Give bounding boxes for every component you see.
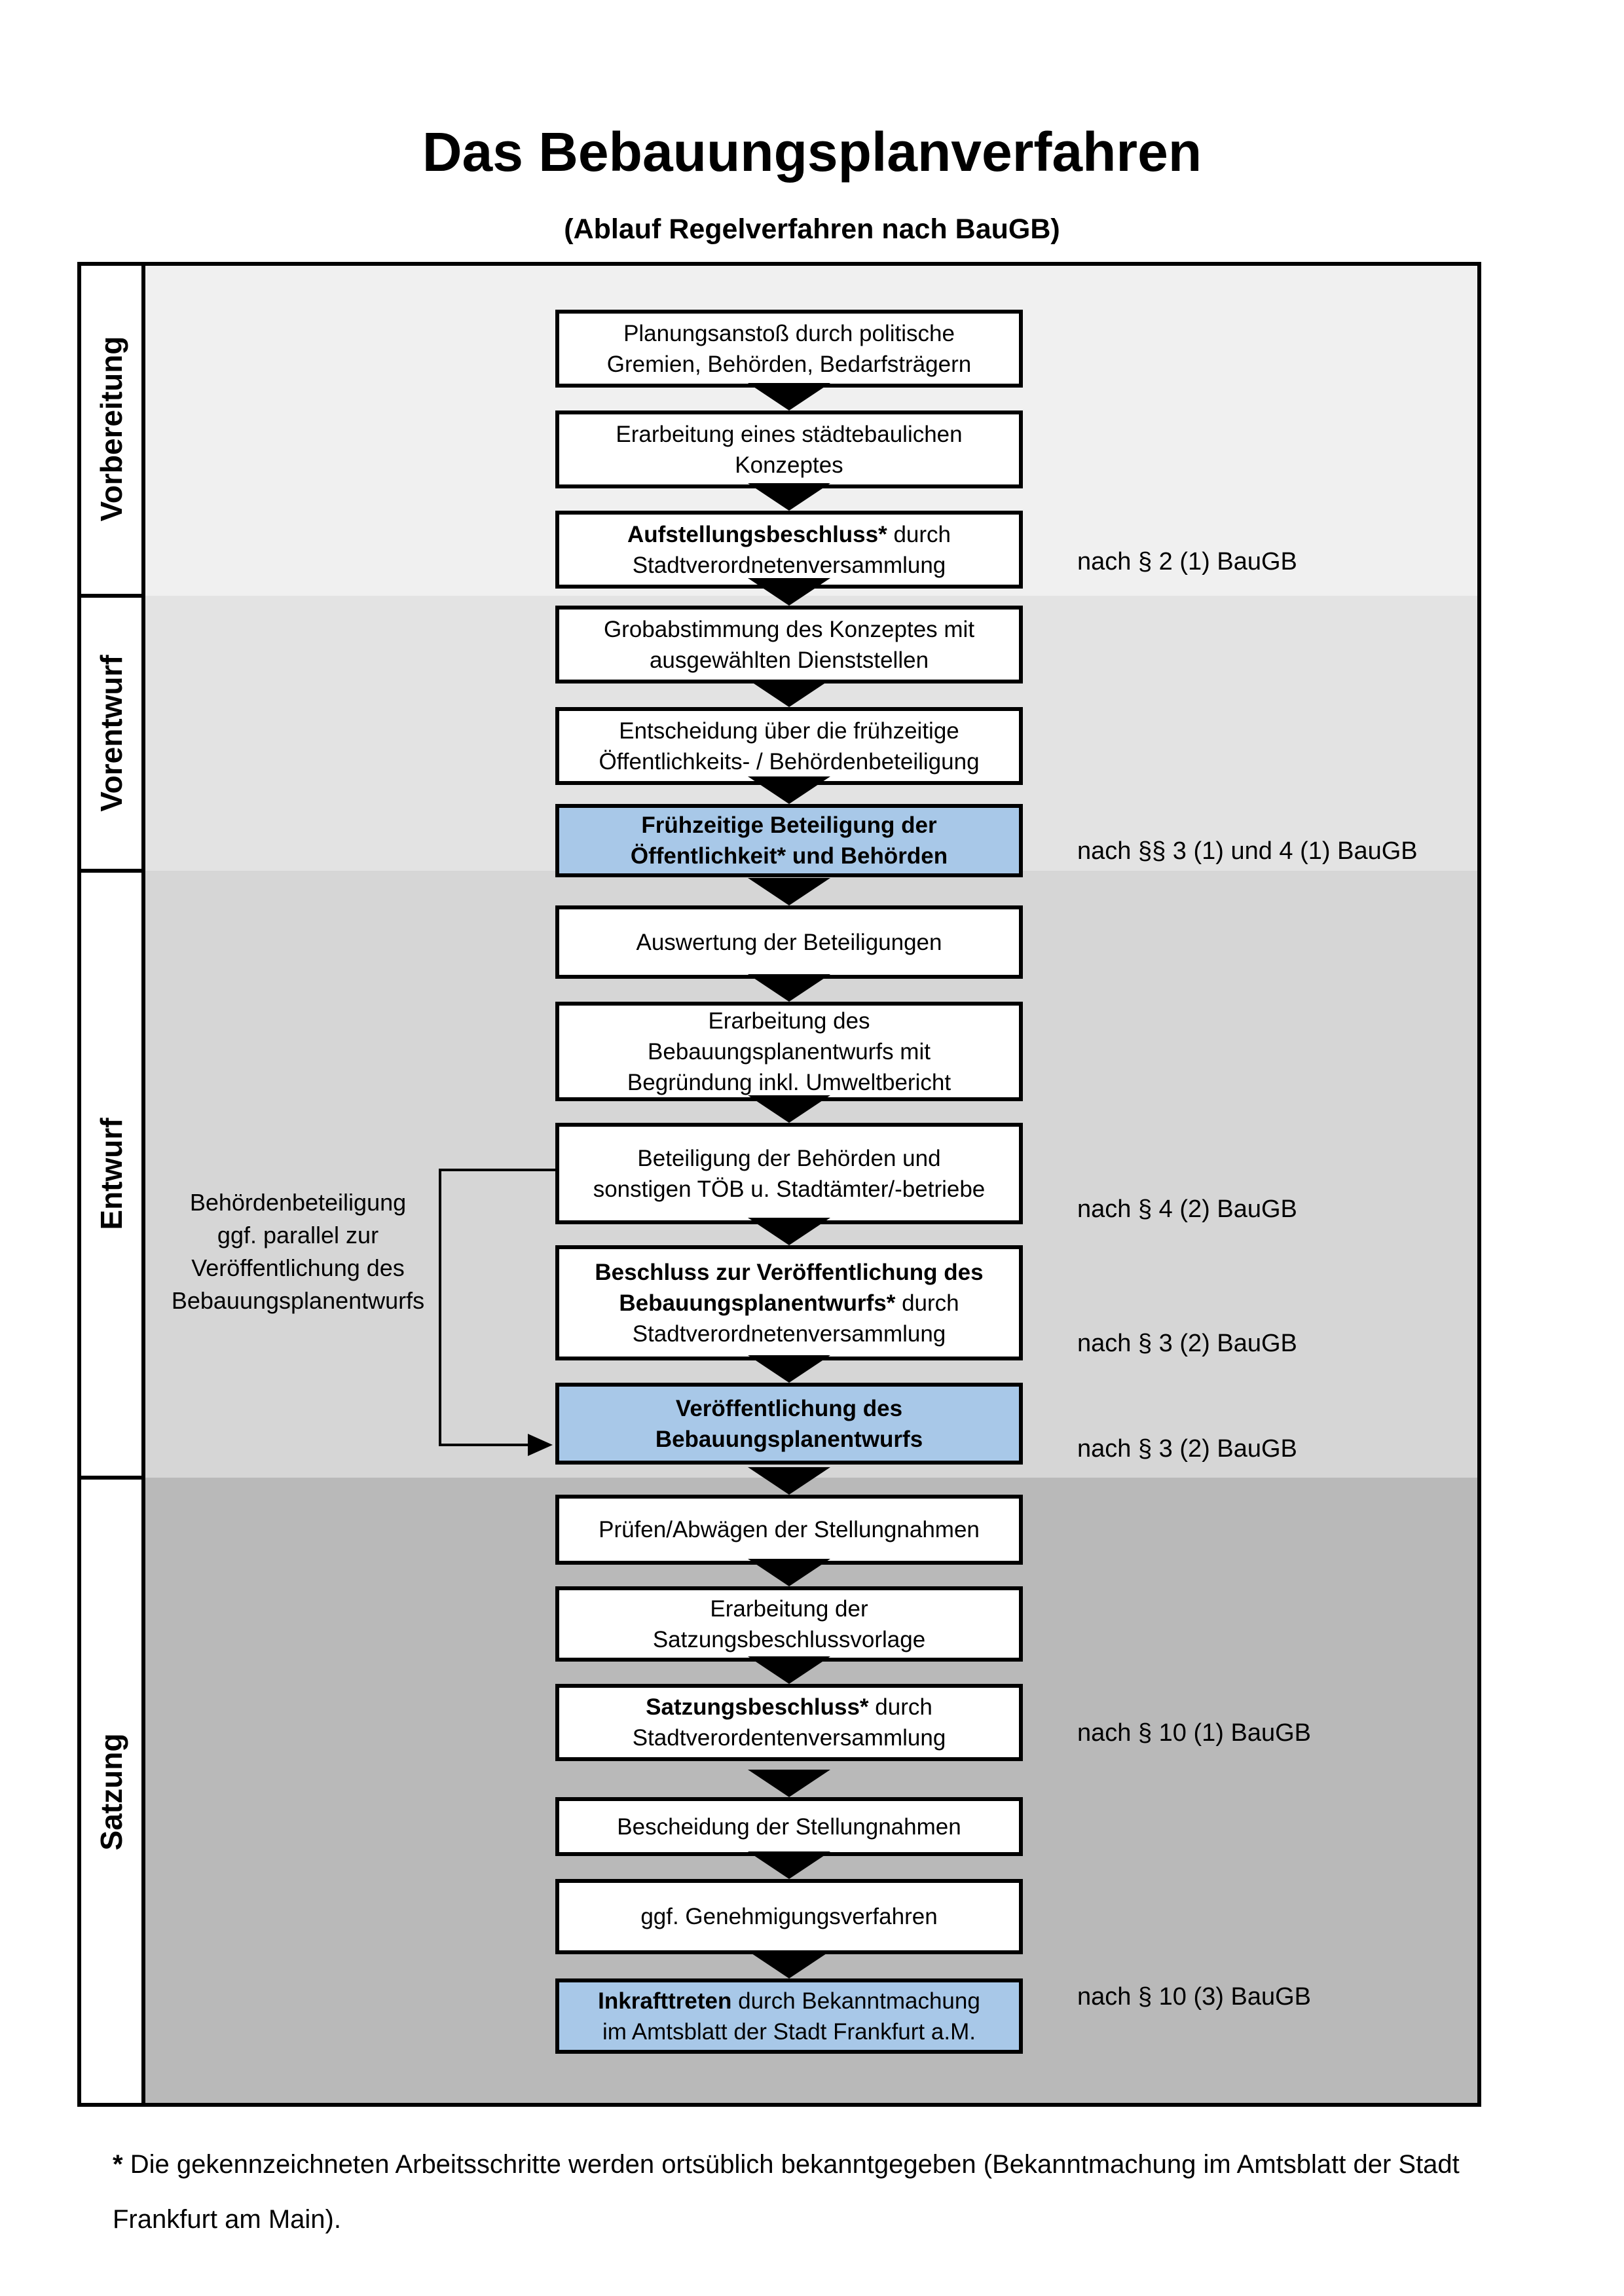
parallel-branch-vertical-line (439, 1169, 441, 1446)
arrow-down-icon (748, 1559, 830, 1586)
step-veroeffentlichung-entwurf-highlight: Veröffentlichung des Bebauungsplanentwur… (555, 1383, 1023, 1465)
step-text-bold: Satzungsbeschluss* (646, 1694, 869, 1720)
step-text: Prüfen/Abwägen der Stellungnahmen (599, 1517, 980, 1542)
step-text: Erarbeitung des Bebauungsplanentwurfs mi… (627, 1008, 951, 1095)
arrow-down-icon (748, 1355, 830, 1383)
phase-label-vorbereitung: Vorbereitung (94, 336, 128, 522)
step-staedtebauliches-konzept: Erarbeitung eines städtebaulichen Konzep… (555, 410, 1023, 488)
step-text: Erarbeitung der Satzungsbeschlussvorlage (652, 1595, 926, 1652)
process-frame (77, 262, 1481, 2107)
step-erarbeitung-bebauungsplanentwurf: Erarbeitung des Bebauungsplanentwurfs mi… (555, 1002, 1023, 1101)
step-aufstellungsbeschluss: Aufstellungsbeschluss* durch Stadtverord… (555, 511, 1023, 589)
step-beschluss-veroeffentlichung: Beschluss zur Veröffentlichung des Bebau… (555, 1245, 1023, 1360)
arrow-down-icon (748, 1770, 830, 1797)
arrow-down-icon (748, 1656, 830, 1684)
arrow-down-icon (748, 1467, 830, 1495)
arrow-down-icon (748, 383, 830, 410)
step-text-rest: durch Stadtverordnetenversammlung (632, 1290, 959, 1347)
step-fruehzeitige-beteiligung-highlight: Frühzeitige Beteiligung der Öffentlichke… (555, 804, 1023, 877)
step-text-bold: Inkrafttreten (598, 1988, 732, 2014)
step-grobabstimmung: Grobabstimmung des Konzeptes mit ausgewä… (555, 606, 1023, 683)
step-entscheidung-fruehzeitige-beteiligung: Entscheidung über die frühzeitige Öffent… (555, 707, 1023, 785)
page-title: Das Bebauungsplanverfahren (422, 121, 1202, 183)
step-text-bold: Aufstellungsbeschluss* (627, 521, 887, 547)
arrow-down-icon (748, 1218, 830, 1245)
step-satzungsbeschluss: Satzungsbeschluss* durch Stadtverordente… (555, 1684, 1023, 1761)
step-text: Auswertung der Beteiligungen (636, 929, 942, 955)
step-text: Inkrafttreten durch Bekanntmachung im Am… (598, 1986, 980, 2047)
step-text: Entscheidung über die frühzeitige Öffent… (599, 718, 980, 774)
step-beteiligung-behoerden-toeb: Beteiligung der Behörden und sonstigen T… (555, 1123, 1023, 1224)
step-text: Frühzeitige Beteiligung der Öffentlichke… (630, 812, 948, 869)
arrow-down-icon (748, 578, 830, 606)
step-text-rest: durch Bekanntmachung im Amtsblatt der St… (602, 1988, 980, 2045)
arrow-down-icon (748, 1951, 830, 1978)
footnote-text: Die gekennzeichneten Arbeitsschritte wer… (113, 2150, 1460, 2234)
arrow-down-icon (748, 878, 830, 905)
step-pruefen-abwaegen: Prüfen/Abwägen der Stellungnahmen (555, 1495, 1023, 1565)
phase-divider-line (77, 1476, 145, 1480)
step-erarbeitung-satzungsbeschlussvorlage: Erarbeitung der Satzungsbeschlussvorlage (555, 1586, 1023, 1662)
legal-ref-beschluss-veroeffentlichung: nach § 3 (2) BauGB (1077, 1330, 1297, 1357)
legal-ref-satzungsbeschluss: nach § 10 (1) BauGB (1077, 1719, 1311, 1747)
step-text: Satzungsbeschluss* durch Stadtverordente… (633, 1692, 946, 1753)
step-text: Veröffentlichung des Bebauungsplanentwur… (655, 1395, 923, 1452)
phase-divider-line (77, 594, 145, 598)
parallel-branch-top-line (439, 1169, 555, 1171)
label-column-divider (141, 262, 145, 2107)
phase-label-satzung: Satzung (94, 1733, 128, 1851)
legal-ref-veroeffentlichung: nach § 3 (2) BauGB (1077, 1435, 1297, 1463)
step-text-bold: Beschluss zur Veröffentlichung des Bebau… (595, 1259, 984, 1316)
phase-label-column (77, 262, 145, 2107)
page-subtitle: (Ablauf Regelverfahren nach BauGB) (564, 213, 1060, 245)
arrow-down-icon (748, 1095, 830, 1123)
step-planungsanstoss: Planungsanstoß durch politische Gremien,… (555, 310, 1023, 388)
step-text: Beschluss zur Veröffentlichung des Bebau… (595, 1257, 983, 1349)
phase-label-vorentwurf: Vorentwurf (94, 655, 128, 812)
phase-label-entwurf: Entwurf (94, 1118, 128, 1230)
step-auswertung-beteiligungen: Auswertung der Beteiligungen (555, 905, 1023, 979)
step-text: Grobabstimmung des Konzeptes mit ausgewä… (603, 616, 975, 673)
arrow-right-icon (528, 1434, 553, 1456)
parallel-branch-bottom-line (439, 1444, 529, 1446)
step-text: Bescheidung der Stellungnahmen (617, 1813, 961, 1840)
legal-ref-inkrafttreten: nach § 10 (3) BauGB (1077, 1983, 1311, 2011)
legal-ref-fruehzeitige-beteiligung: nach §§ 3 (1) und 4 (1) BauGB (1077, 837, 1418, 865)
arrow-down-icon (748, 1851, 830, 1879)
step-text-rest: durch Stadtverordnetenversammlung (632, 521, 951, 578)
step-text: Erarbeitung eines städtebaulichen Konzep… (616, 421, 963, 478)
step-text: Beteiligung der Behörden und sonstigen T… (593, 1145, 986, 1202)
phase-divider-line (77, 869, 145, 873)
arrow-down-icon (748, 483, 830, 511)
step-text: Aufstellungsbeschluss* durch Stadtverord… (627, 519, 951, 581)
step-genehmigungsverfahren: ggf. Genehmigungsverfahren (555, 1879, 1023, 1954)
arrow-down-icon (748, 680, 830, 707)
parallel-note: Behördenbeteiligung ggf. parallel zur Ve… (171, 1189, 425, 1314)
legal-ref-behoerdenbeteiligung: nach § 4 (2) BauGB (1077, 1195, 1297, 1223)
step-bescheidung-stellungnahmen: Bescheidung der Stellungnahmen (555, 1797, 1023, 1856)
step-inkrafttreten-highlight: Inkrafttreten durch Bekanntmachung im Am… (555, 1978, 1023, 2054)
footnote: * Die gekennzeichneten Arbeitsschritte w… (113, 2137, 1553, 2247)
legal-ref-aufstellungsbeschluss: nach § 2 (1) BauGB (1077, 548, 1297, 575)
arrow-down-icon (748, 776, 830, 804)
step-text: Planungsanstoß durch politische Gremien,… (606, 320, 972, 377)
step-text-rest: durch Stadtverordentenversammlung (632, 1694, 946, 1751)
footnote-asterisk: * (113, 2150, 123, 2179)
step-text: ggf. Genehmigungsverfahren (640, 1904, 938, 1929)
arrow-down-icon (748, 974, 830, 1002)
